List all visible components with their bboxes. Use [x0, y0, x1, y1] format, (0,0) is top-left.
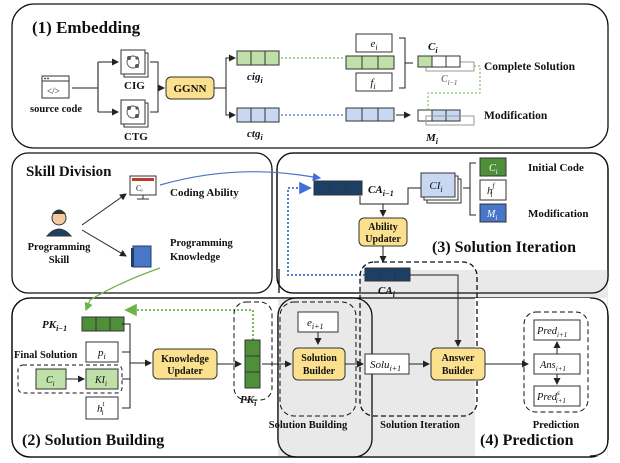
programming-knowledge-label-2: Knowledge — [170, 252, 221, 263]
book-icon — [131, 245, 152, 268]
cig-vector — [236, 50, 280, 66]
build-c-i-label: Ci — [46, 375, 55, 388]
e-i-box — [355, 33, 393, 53]
pk-prev-label: PKi−1 — [42, 319, 67, 333]
p-i-box — [85, 341, 119, 363]
cig-i-label: cigi — [247, 71, 263, 85]
programming-skill-label-2: Skill — [49, 255, 70, 266]
pred-s-box — [533, 385, 581, 407]
ggnn-label: GGNN — [174, 83, 207, 95]
solution-building-title: (2) Solution Building — [22, 432, 164, 449]
coding-ability-label: Coding Ability — [170, 187, 239, 199]
f-i-box — [355, 72, 393, 92]
ability-updater-label-1: Ability — [368, 222, 397, 233]
c-i-top-label: Ci — [428, 41, 438, 55]
pred-next-label: Predi+1 — [536, 326, 567, 339]
cig-graph-icon — [120, 49, 149, 78]
iter-c-i-label: Ci — [489, 163, 498, 176]
iter-modification-label: Modification — [528, 208, 589, 220]
modification-vector — [345, 107, 395, 122]
h-t-box — [85, 396, 119, 420]
f-i-label: fi — [370, 77, 375, 91]
skill-division-panel: Skill Division Programming Skill Cᵢ Codi… — [11, 152, 273, 294]
ca-i-label: CAi — [378, 285, 396, 299]
solution-building-caption: Solution Building — [269, 420, 348, 431]
c-i-vector — [417, 55, 461, 68]
ki-i-label: KIi — [94, 375, 107, 388]
source-code-icon: </> — [41, 75, 70, 99]
ctg-vector — [236, 107, 280, 123]
pred-next-box — [533, 319, 581, 341]
ca-prev-label: CAi−1 — [368, 184, 394, 198]
monitor-icon: Cᵢ — [129, 175, 157, 200]
iter-m-i-label: Mi — [486, 209, 497, 222]
ca-prev-vector — [313, 180, 363, 196]
m-i-vector — [417, 109, 475, 126]
ctg-graph-icon — [120, 99, 149, 128]
h-f-box — [479, 179, 507, 201]
ci-i-stack — [420, 172, 462, 204]
prediction-caption: Prediction — [533, 420, 580, 431]
svg-text:</>: </> — [47, 86, 60, 96]
svg-text:Cᵢ: Cᵢ — [136, 184, 143, 193]
solution-building-group — [279, 301, 357, 417]
ability-updater-label-2: Updater — [365, 234, 401, 245]
m-i-label: Mi — [425, 132, 439, 146]
initial-code-label: Initial Code — [528, 162, 584, 174]
pk-prev-vector — [81, 316, 125, 332]
modification-label: Modification — [484, 110, 548, 122]
complete-solution-vector — [345, 55, 395, 70]
prediction-title: (4) Prediction — [480, 432, 574, 449]
skill-division-title: Skill Division — [26, 164, 112, 180]
complete-solution-label: Complete Solution — [484, 61, 576, 73]
person-icon — [45, 209, 73, 237]
iter-c-i-box — [479, 157, 507, 177]
ctg-label: CTG — [124, 131, 148, 143]
source-code-label: source code — [30, 104, 82, 115]
embedding-title: (1) Embedding — [32, 18, 141, 37]
solu-label: Solui+1 — [370, 359, 401, 373]
cig-label: CIG — [124, 80, 145, 92]
ci-i-label: CIi — [429, 180, 442, 194]
e-next-label: ei+1 — [307, 317, 324, 331]
ki-i-box — [85, 368, 119, 390]
ans-next-label: Ansi+1 — [539, 360, 566, 373]
pk-i-group — [233, 301, 273, 401]
solution-iteration-title: (3) Solution Iteration — [432, 239, 576, 256]
answer-builder-label-2: Builder — [442, 366, 475, 377]
prediction-group — [523, 311, 589, 413]
answer-builder-label-1: Answer — [442, 353, 475, 364]
solution-builder-label-2: Builder — [303, 366, 336, 377]
embedding-panel: (1) Embedding </> source code CIG CTG — [11, 3, 609, 149]
p-i-label: pi — [97, 347, 106, 361]
solution-iteration-caption: Solution Iteration — [380, 420, 460, 431]
solution-builder-label-1: Solution — [301, 353, 337, 364]
knowledge-updater-label-2: Updater — [167, 366, 203, 377]
iter-m-i-box — [479, 203, 507, 223]
e-i-label: ei — [370, 38, 377, 52]
knowledge-updater-label-1: Knowledge — [161, 354, 209, 365]
pk-i-label: PKi — [240, 394, 257, 408]
final-solution-label: Final Solution — [14, 350, 77, 361]
ca-i-vector — [364, 267, 411, 282]
programming-skill-label-1: Programming — [28, 242, 92, 253]
programming-knowledge-label-1: Programming — [170, 238, 234, 249]
c-prev-label: Ci−1 — [441, 74, 457, 87]
pk-i-vector — [244, 339, 261, 389]
iteration-group — [359, 261, 478, 417]
ctg-i-label: ctgi — [247, 128, 263, 142]
